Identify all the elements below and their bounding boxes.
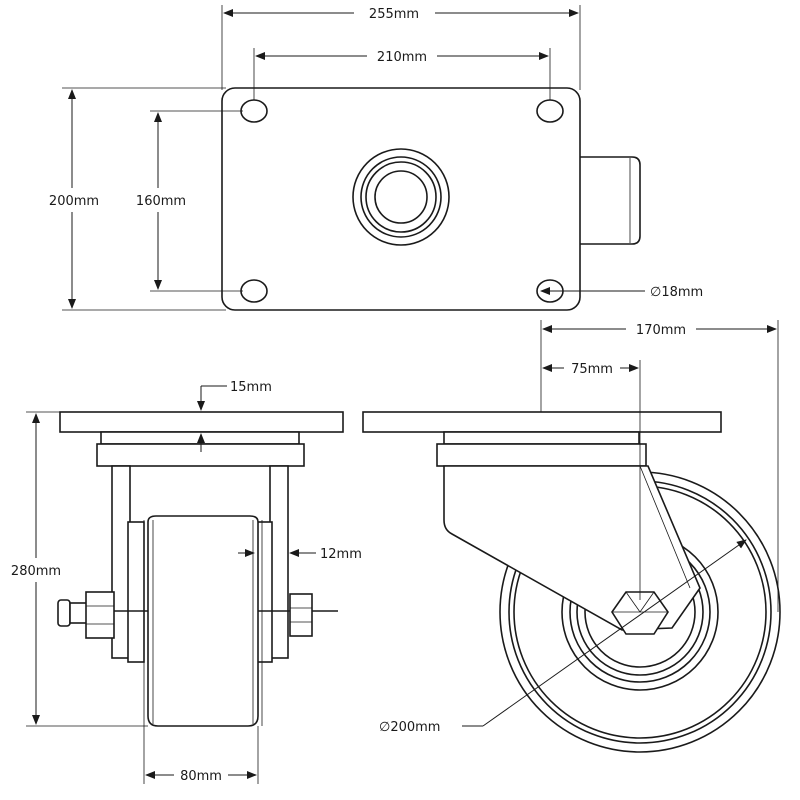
side-top-plate — [362, 411, 722, 433]
swivel-lock-tab — [580, 156, 641, 245]
front-top-plate — [59, 411, 344, 433]
top-view — [221, 87, 641, 311]
dim-280: 280mm — [11, 564, 61, 579]
dim-75: 75mm — [571, 362, 613, 377]
dim-12: 12mm — [320, 547, 362, 562]
dim-160: 160mm — [136, 194, 186, 209]
dim-200: 200mm — [49, 194, 99, 209]
dim-15: 15mm — [230, 380, 272, 395]
dim-255: 255mm — [369, 7, 419, 22]
front-wheel — [147, 515, 259, 727]
kingpin-rings — [352, 148, 450, 246]
dim-210: 210mm — [377, 50, 427, 65]
front-axle-nut-left — [85, 591, 115, 639]
top-dimensions: 255mm 210mm 200mm 160mm ∅18mm — [49, 5, 703, 311]
front-axle-nut-right — [289, 593, 313, 637]
dim-80: 80mm — [180, 769, 222, 784]
front-view — [57, 411, 344, 727]
side-fork-arm — [443, 465, 701, 631]
dim-hole-diameter: ∅18mm — [650, 285, 703, 300]
side-dimensions: 170mm 75mm ∅200mm — [379, 320, 779, 735]
dim-170: 170mm — [636, 323, 686, 338]
top-plate — [221, 87, 581, 311]
front-dimensions: 15mm 12mm 280mm 80mm — [11, 380, 362, 784]
dim-wheel-diameter: ∅200mm — [379, 720, 440, 735]
side-view — [362, 411, 781, 753]
